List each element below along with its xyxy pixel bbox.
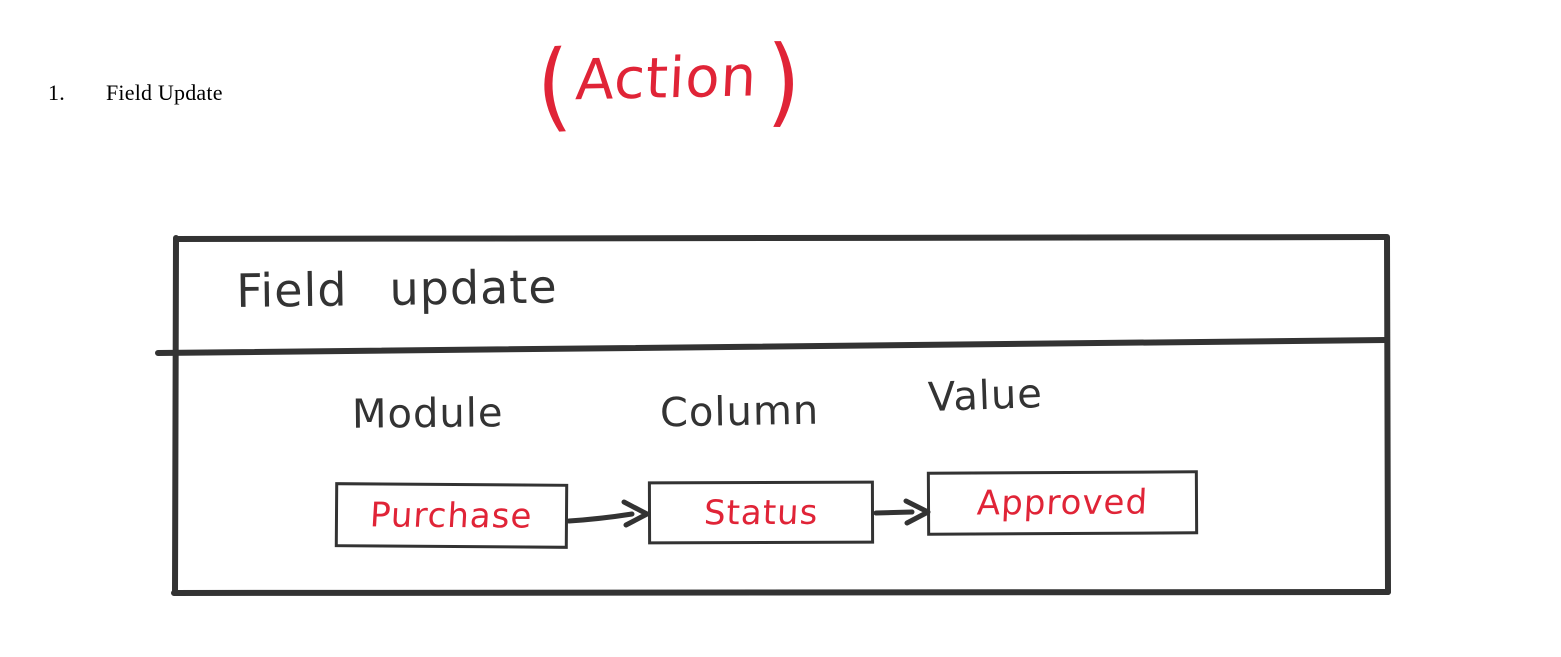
list-item: 1. Field Update <box>48 80 223 106</box>
node-label-column: Status <box>702 492 820 533</box>
frame-title-divider <box>155 337 1389 356</box>
list-item-label: Field Update <box>106 80 223 105</box>
diagram-title: Field update <box>236 260 558 318</box>
annotation-open-paren: ( <box>534 29 575 144</box>
node-box-value[interactable]: Approved <box>926 470 1199 536</box>
frame-left-edge <box>172 235 179 596</box>
diagram-title-word-two: update <box>389 259 558 316</box>
node-label-module: Purchase <box>369 494 534 537</box>
column-header-column: Column <box>659 387 820 437</box>
column-header-module: Module <box>351 390 504 438</box>
frame-top-edge <box>173 234 1389 242</box>
frame-bottom-edge <box>171 589 1391 596</box>
node-label-value: Approved <box>976 482 1149 524</box>
annotation-close-paren: ) <box>766 25 802 139</box>
annotation-text: Action <box>573 44 759 114</box>
column-header-value: Value <box>927 371 1044 421</box>
arrow-right-icon-status-to-approved <box>873 498 931 526</box>
diagram-title-spacer <box>348 305 390 306</box>
frame-right-edge <box>1384 234 1391 595</box>
arrow-right-icon-purchase-to-status <box>566 499 650 528</box>
diagram-title-word-one: Field <box>235 262 348 318</box>
node-box-column[interactable]: Status <box>647 480 875 545</box>
list-item-number: 1. <box>48 80 65 105</box>
action-annotation: (Action) <box>534 26 802 144</box>
node-box-module[interactable]: Purchase <box>334 482 569 549</box>
